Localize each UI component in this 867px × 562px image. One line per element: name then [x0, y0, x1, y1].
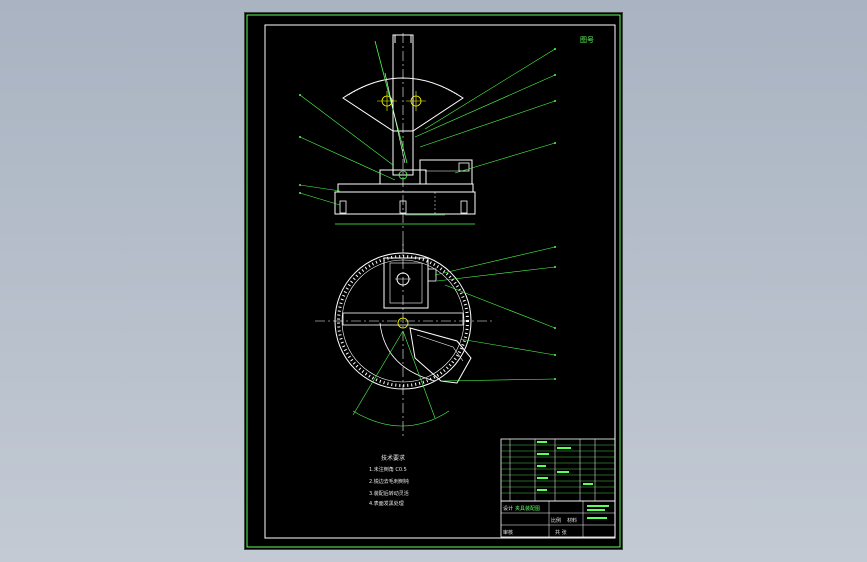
tech-requirement-item: 4.表面发黑处理: [369, 500, 404, 507]
leader-dots: [299, 48, 556, 380]
leader-lines: [299, 48, 556, 382]
tech-requirement-item: 2.锐边去毛刺倒钝: [369, 478, 409, 485]
corner-label: 图号: [580, 36, 594, 44]
plan-view: [315, 241, 495, 438]
title-block: 设计 夹具装配图 比例 材料 审核 共 张: [500, 438, 616, 538]
title-block-sheet-label: 共 张: [555, 529, 567, 536]
title-block-scale-label: 比例: [551, 517, 561, 524]
outer-frame: [246, 14, 621, 548]
elevation-view: [334, 33, 476, 253]
title-block-drawing-name: 夹具装配图: [515, 505, 540, 512]
drawing-sheet[interactable]: 图号: [244, 12, 623, 550]
tech-requirement-item: 3.装配后转动灵活: [369, 490, 409, 497]
title-block-design-label: 设计: [503, 505, 513, 512]
title-block-check-label: 审核: [503, 529, 513, 536]
title-block-material-label: 材料: [567, 517, 577, 524]
drawing-canvas: 图号: [246, 14, 621, 548]
tech-requirement-item: 1.未注倒角 C0.5: [369, 466, 407, 473]
tech-requirements: 技术要求 1.未注倒角 C0.5 2.锐边去毛刺倒钝 3.装配后转动灵活 4.表…: [369, 454, 409, 507]
tech-requirements-title: 技术要求: [381, 454, 405, 462]
inner-frame: [264, 24, 616, 539]
